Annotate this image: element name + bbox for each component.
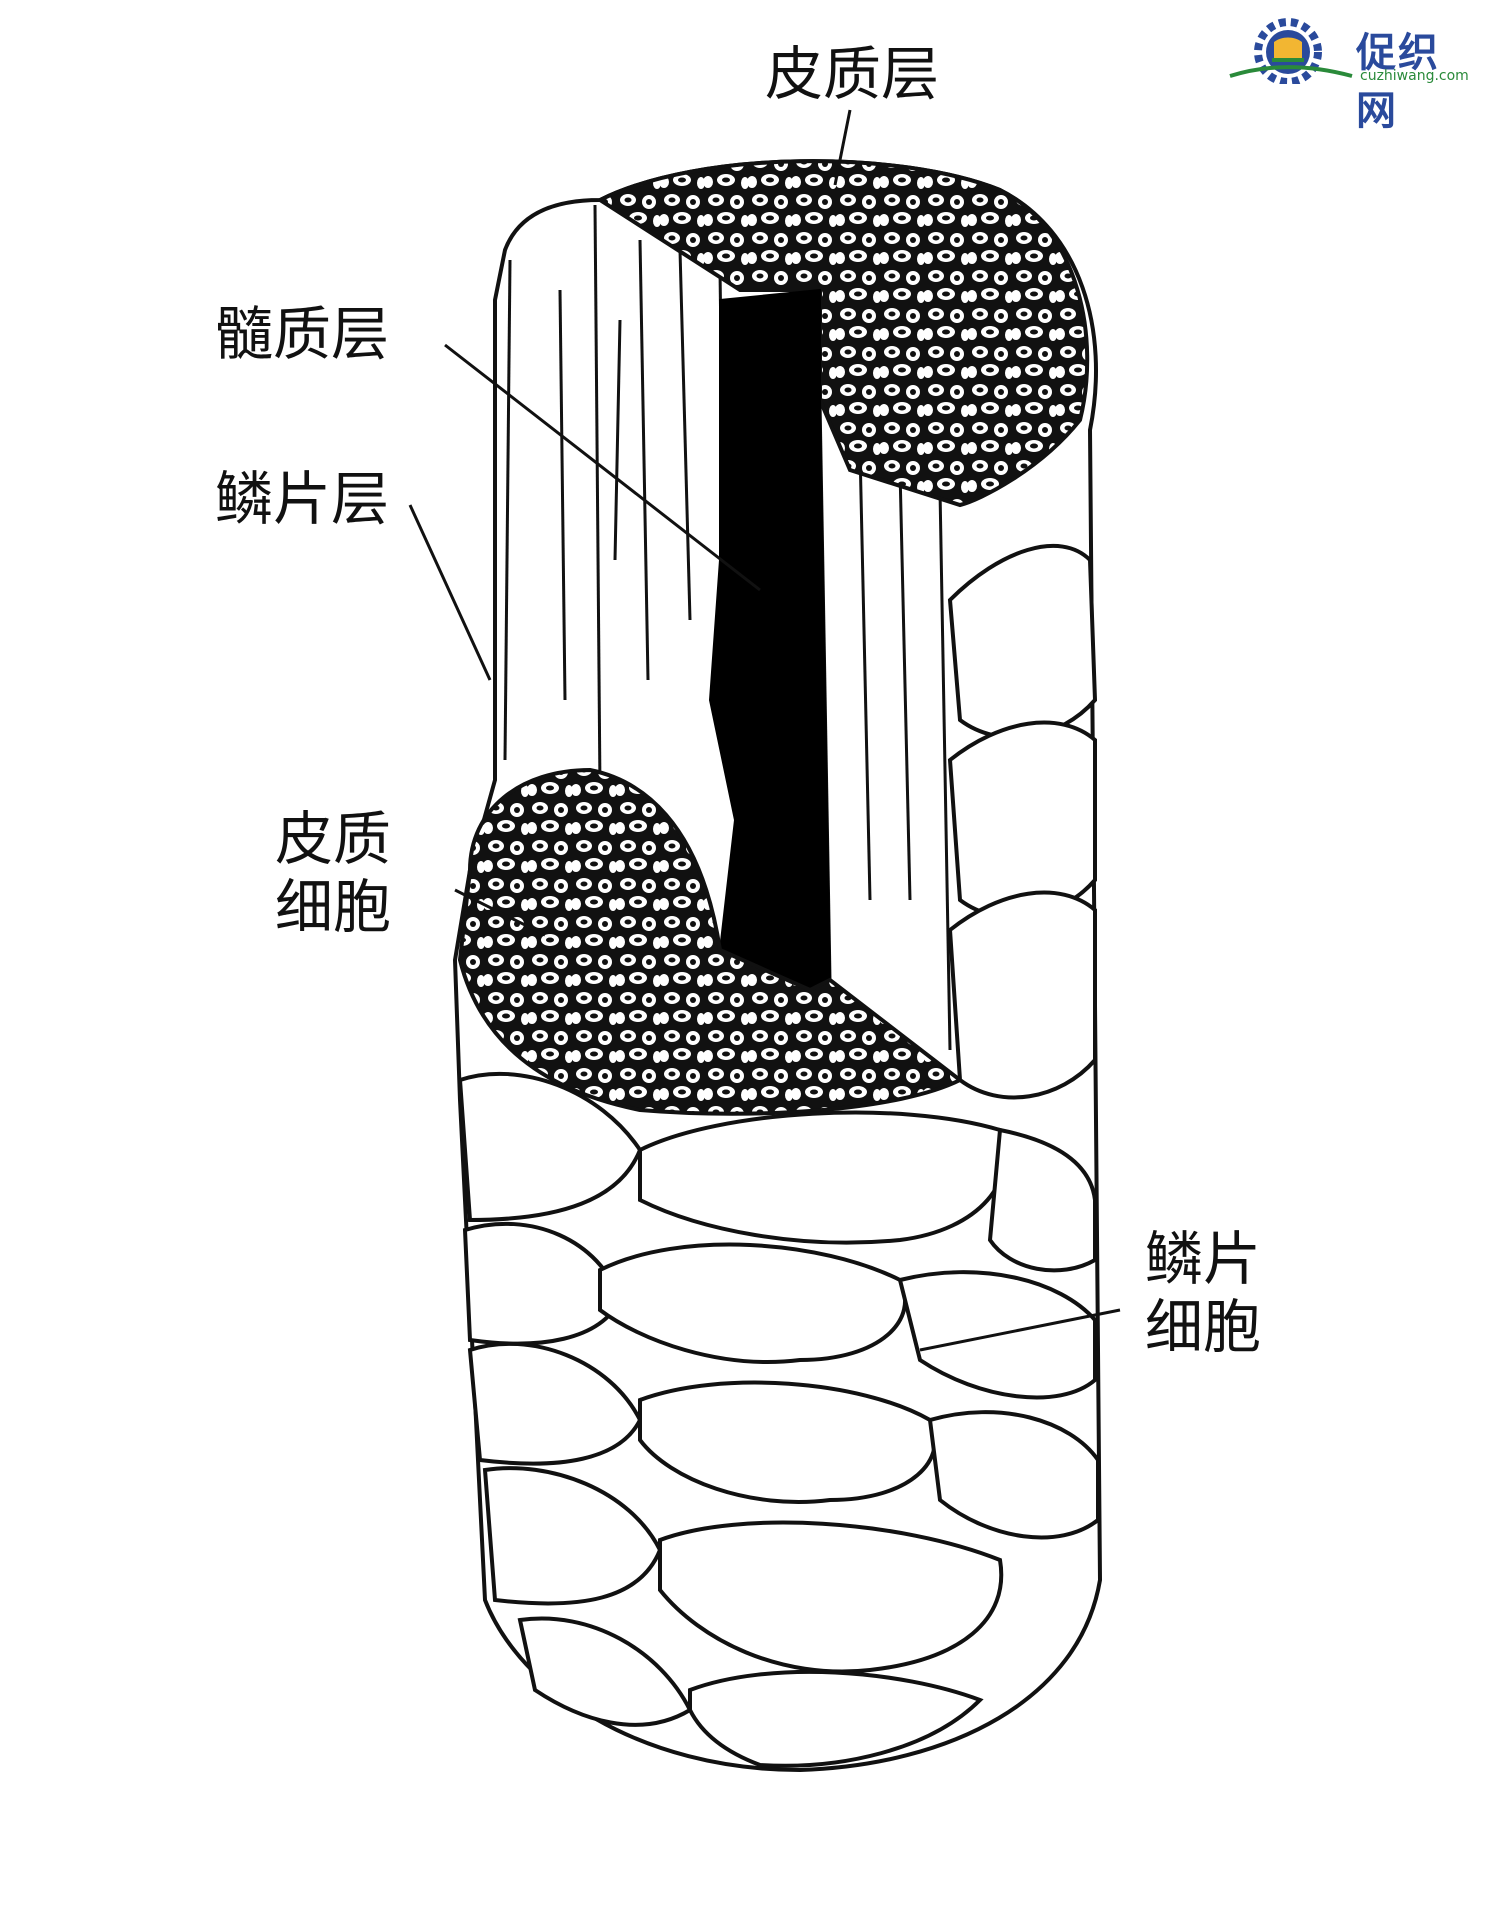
leader-medulla bbox=[444, 343, 761, 592]
leader-lines bbox=[408, 109, 1121, 1352]
lower-cortex-cut-face bbox=[457, 767, 964, 1116]
leader-cortical-cell bbox=[454, 888, 546, 937]
label-scale-cell-line2: 细胞 bbox=[1145, 1293, 1262, 1362]
label-cortical-cell: 皮质 细胞 bbox=[275, 805, 391, 942]
logo-title: 促织网 bbox=[1356, 30, 1440, 134]
label-medulla-layer: 髓质层 bbox=[215, 300, 390, 368]
cuticle-scales bbox=[457, 544, 1100, 1768]
upper-cortex-cut-face bbox=[595, 159, 1090, 508]
leader-cuticle-layer bbox=[408, 504, 492, 681]
leader-cortex-top bbox=[833, 109, 852, 186]
logo-domain: cuzhiwang.com bbox=[1360, 68, 1469, 84]
gear-book-icon bbox=[1229, 18, 1353, 84]
site-logo: 促织网 cuzhiwang.com bbox=[1228, 14, 1478, 134]
label-cortical-cell-line2: 细胞 bbox=[275, 873, 392, 942]
label-cortical-cell-line1: 皮质 bbox=[275, 805, 392, 873]
medulla-core bbox=[708, 288, 832, 992]
leader-scale-cell bbox=[919, 1308, 1121, 1352]
label-cortex-layer: 皮质层 bbox=[765, 40, 940, 108]
label-cuticle-layer: 鳞片层 bbox=[215, 465, 390, 533]
label-scale-cell-line1: 鳞片 bbox=[1145, 1225, 1262, 1293]
label-scale-cell: 鳞片 细胞 bbox=[1145, 1225, 1261, 1362]
